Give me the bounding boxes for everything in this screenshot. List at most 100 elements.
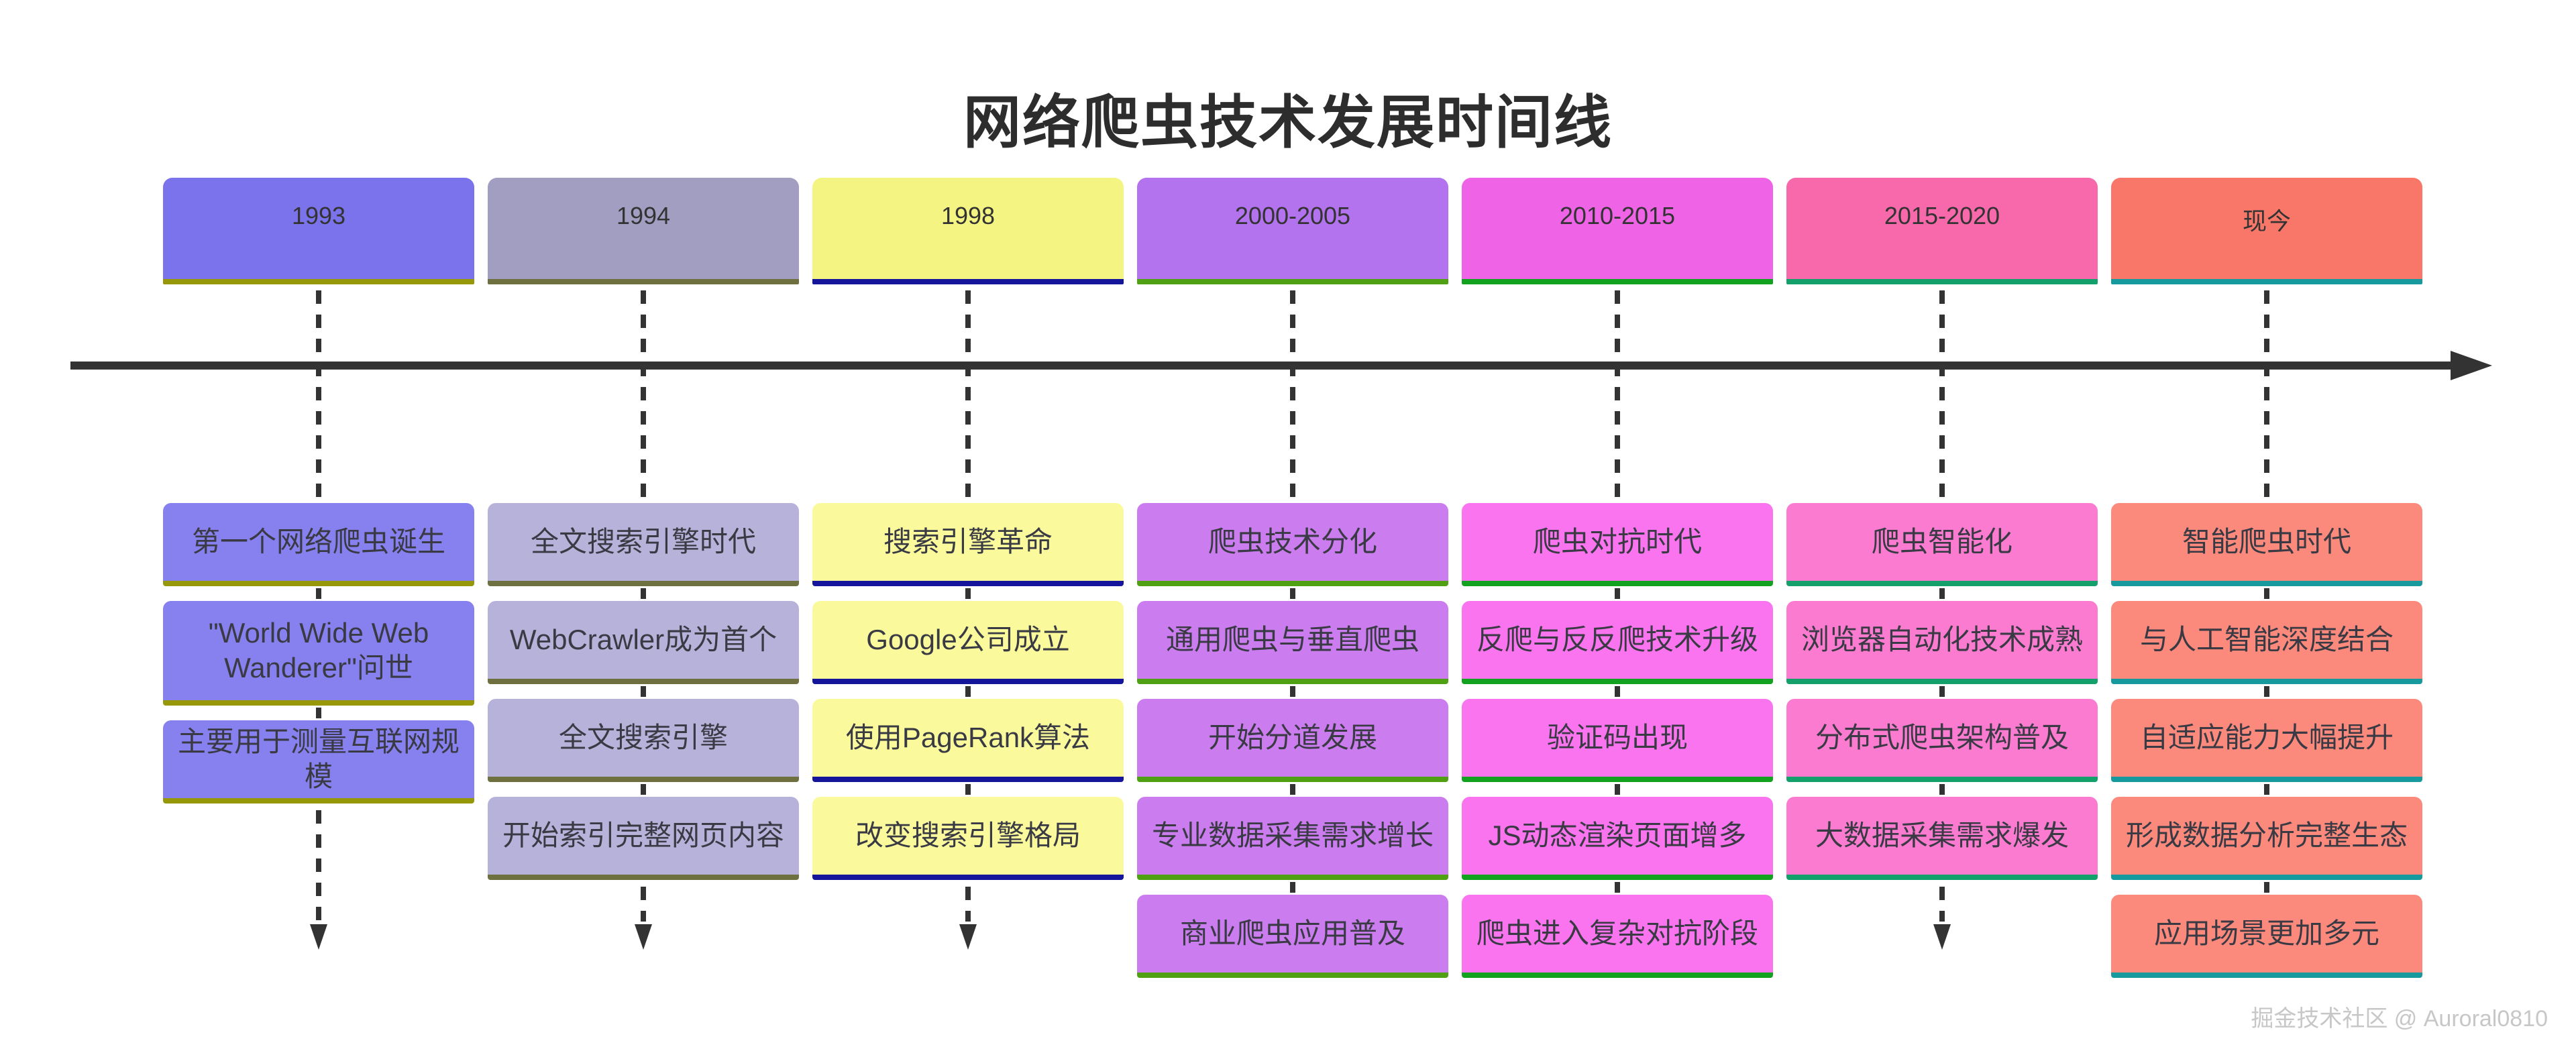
dashed-tail — [1939, 887, 1945, 922]
era-header: 1993 — [163, 178, 474, 284]
connector-dash — [316, 588, 321, 599]
connector-dash — [2264, 784, 2269, 795]
dashed-connector — [1939, 290, 1945, 501]
event-card: 智能爬虫时代 — [2111, 503, 2422, 586]
connector-dash — [641, 784, 646, 795]
event-card: 商业爬虫应用普及 — [1137, 895, 1448, 978]
event-card: "World Wide Web Wanderer"问世 — [163, 601, 474, 706]
event-card: 爬虫技术分化 — [1137, 503, 1448, 586]
connector-dash — [1290, 686, 1295, 697]
event-card-label: 自适应能力大幅提升 — [2139, 721, 2394, 753]
event-card: 专业数据采集需求增长 — [1137, 797, 1448, 880]
dashed-connector — [965, 290, 971, 501]
connector-dash — [641, 588, 646, 599]
connector-dash — [965, 784, 971, 795]
connector-dash — [1615, 686, 1620, 697]
dashed-connector — [1290, 290, 1295, 501]
era-header: 1994 — [488, 178, 799, 284]
era-year-label: 现今 — [2242, 207, 2291, 235]
event-card: 与人工智能深度结合 — [2111, 601, 2422, 684]
event-card: 分布式爬虫架构普及 — [1786, 699, 2098, 782]
event-card: 验证码出现 — [1462, 699, 1773, 782]
diagram-title: 网络爬虫技术发展时间线 — [963, 91, 1613, 155]
event-card-label: 第一个网络爬虫诞生 — [191, 525, 445, 557]
era-year-label: 1993 — [291, 202, 346, 229]
era-header: 1998 — [812, 178, 1124, 284]
connector-dash — [1615, 784, 1620, 795]
timeline-axis — [70, 362, 2452, 370]
connector-dash — [1939, 686, 1945, 697]
event-card: 改变搜索引擎格局 — [812, 797, 1124, 880]
down-arrow-icon — [1933, 924, 1951, 950]
event-card: Google公司成立 — [812, 601, 1124, 684]
event-card-label: 主要用于测量互联网规模 — [177, 725, 460, 793]
dashed-tail — [965, 887, 971, 922]
event-card-label: 分布式爬虫架构普及 — [1815, 721, 2069, 753]
connector-dash — [1290, 784, 1295, 795]
event-card: WebCrawler成为首个 — [488, 601, 799, 684]
connector-dash — [1615, 882, 1620, 893]
era-year-label: 1994 — [616, 202, 671, 229]
event-card-label: 爬虫技术分化 — [1208, 525, 1377, 557]
event-card-label: 专业数据采集需求增长 — [1151, 819, 1434, 851]
event-card-label: 与人工智能深度结合 — [2139, 623, 2394, 655]
connector-dash — [641, 686, 646, 697]
connector-dash — [2264, 882, 2269, 893]
event-card: 全文搜索引擎时代 — [488, 503, 799, 586]
era-header: 现今 — [2111, 178, 2422, 284]
event-card-label: 改变搜索引擎格局 — [855, 819, 1081, 851]
event-card-label: 爬虫对抗时代 — [1532, 525, 1702, 557]
event-card-label: JS动态渲染页面增多 — [1488, 819, 1747, 851]
connector-dash — [1290, 882, 1295, 893]
event-card-label: 形成数据分析完整生态 — [2125, 819, 2408, 851]
event-card: 浏览器自动化技术成熟 — [1786, 601, 2098, 684]
dashed-connector — [316, 290, 321, 501]
event-card-label: 应用场景更加多元 — [2153, 917, 2379, 949]
event-card-label: 通用爬虫与垂直爬虫 — [1165, 623, 1419, 655]
down-arrow-icon — [310, 924, 327, 950]
event-card: 开始分道发展 — [1137, 699, 1448, 782]
axis-arrowhead-icon — [2451, 351, 2492, 380]
event-card: 爬虫对抗时代 — [1462, 503, 1773, 586]
event-card: 第一个网络爬虫诞生 — [163, 503, 474, 586]
connector-dash — [2264, 588, 2269, 599]
connector-dash — [316, 708, 321, 718]
connector-dash — [1939, 784, 1945, 795]
event-card: 大数据采集需求爆发 — [1786, 797, 2098, 880]
event-card: 使用PageRank算法 — [812, 699, 1124, 782]
connector-dash — [1290, 588, 1295, 599]
event-card: 全文搜索引擎 — [488, 699, 799, 782]
event-card-label: 验证码出现 — [1546, 721, 1688, 753]
event-card: 爬虫进入复杂对抗阶段 — [1462, 895, 1773, 978]
event-card: 形成数据分析完整生态 — [2111, 797, 2422, 880]
dashed-connector — [1615, 290, 1620, 501]
event-card-label: 智能爬虫时代 — [2182, 525, 2351, 557]
era-header: 2015-2020 — [1786, 178, 2098, 284]
era-year-label: 1998 — [941, 202, 996, 229]
era-header: 2000-2005 — [1137, 178, 1448, 284]
event-card-label: Google公司成立 — [866, 623, 1070, 655]
event-card-label: 商业爬虫应用普及 — [1179, 917, 1405, 949]
dashed-connector — [2264, 290, 2269, 501]
connector-dash — [2264, 686, 2269, 697]
dashed-tail — [316, 810, 321, 922]
event-card-label: 爬虫进入复杂对抗阶段 — [1476, 917, 1758, 949]
down-arrow-icon — [959, 924, 977, 950]
event-card-label: 搜索引擎革命 — [883, 525, 1053, 557]
era-year-label: 2015-2020 — [1884, 202, 2000, 229]
event-card: 自适应能力大幅提升 — [2111, 699, 2422, 782]
event-card-label: 使用PageRank算法 — [845, 721, 1091, 753]
event-card-label: WebCrawler成为首个 — [509, 623, 777, 655]
down-arrow-icon — [635, 924, 652, 950]
event-card: 主要用于测量互联网规模 — [163, 720, 474, 803]
event-card: 通用爬虫与垂直爬虫 — [1137, 601, 1448, 684]
connector-dash — [1939, 588, 1945, 599]
era-year-label: 2010-2015 — [1559, 202, 1676, 229]
era-header: 2010-2015 — [1462, 178, 1773, 284]
watermark-text: 掘金技术社区 @ Auroral0810 — [2251, 1006, 2548, 1032]
event-card: 搜索引擎革命 — [812, 503, 1124, 586]
event-card-label: 全文搜索引擎时代 — [530, 525, 756, 557]
event-card: 爬虫智能化 — [1786, 503, 2098, 586]
event-card: JS动态渲染页面增多 — [1462, 797, 1773, 880]
connector-dash — [1615, 588, 1620, 599]
